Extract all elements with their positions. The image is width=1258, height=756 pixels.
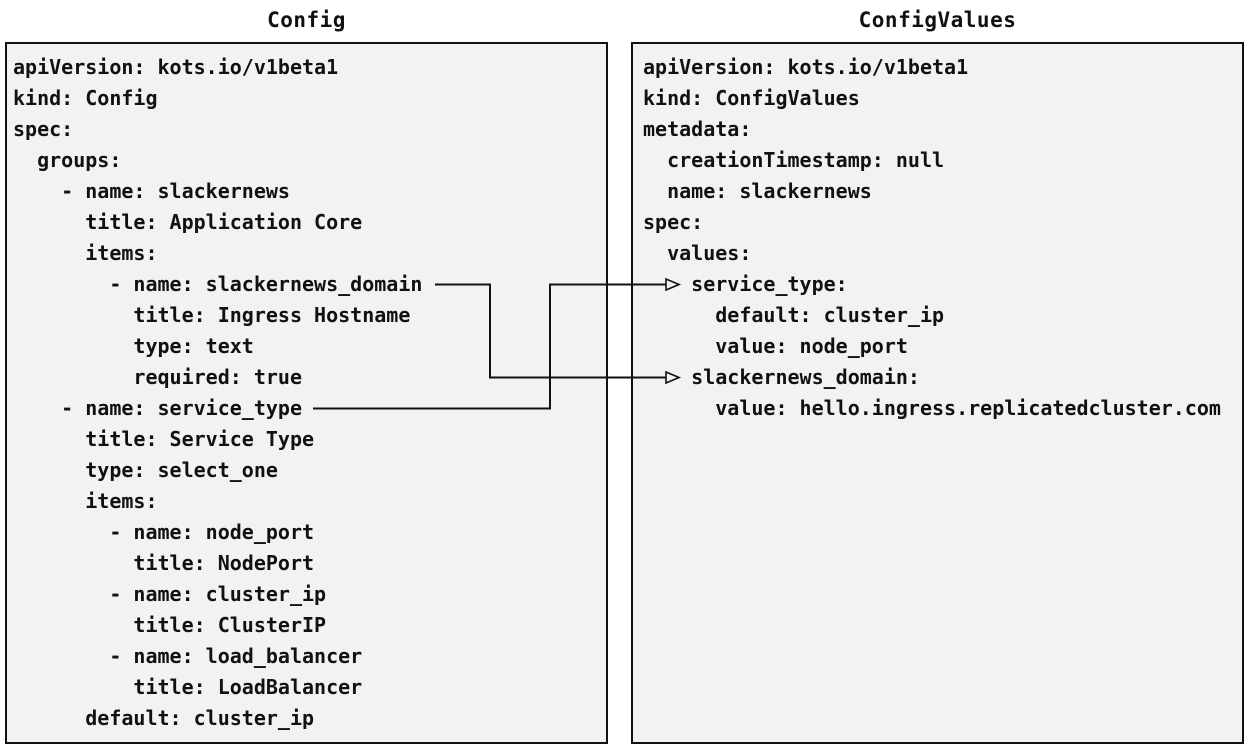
code-line: - name: node_port bbox=[13, 520, 315, 544]
code-line: title: LoadBalancer bbox=[13, 675, 363, 699]
configvalues-yaml-code: apiVersion: kots.io/v1beta1 kind: ConfigV… bbox=[633, 44, 1242, 424]
code-line: items: bbox=[13, 241, 158, 265]
code-line: slackernews_domain: bbox=[643, 365, 920, 389]
code-line: title: NodePort bbox=[13, 551, 315, 575]
code-line: type: select_one bbox=[13, 458, 278, 482]
code-line: value: node_port bbox=[643, 334, 908, 358]
code-line: creationTimestamp: null bbox=[643, 148, 945, 172]
code-line: metadata: bbox=[643, 117, 752, 141]
code-line: spec: bbox=[643, 210, 704, 234]
code-line: kind: Config bbox=[13, 86, 158, 110]
code-line: title: Application Core bbox=[13, 210, 363, 234]
code-line: values: bbox=[643, 241, 752, 265]
code-line: - name: service_type bbox=[13, 396, 302, 420]
code-line: - name: slackernews_domain bbox=[13, 272, 423, 296]
config-yaml-panel: apiVersion: kots.io/v1beta1 kind: Config s… bbox=[5, 42, 608, 744]
code-line: - name: cluster_ip bbox=[13, 582, 327, 606]
code-line: default: cluster_ip bbox=[643, 303, 945, 327]
config-yaml-code: apiVersion: kots.io/v1beta1 kind: Config s… bbox=[7, 44, 606, 734]
config-panel-title: Config bbox=[267, 8, 346, 32]
code-line: name: slackernews bbox=[643, 179, 872, 203]
code-line: groups: bbox=[13, 148, 122, 172]
code-line: default: cluster_ip bbox=[13, 706, 315, 730]
configvalues-panel-title: ConfigValues bbox=[858, 8, 1017, 32]
code-line: value: hello.ingress.replicatedcluster.c… bbox=[643, 396, 1221, 420]
code-line: type: text bbox=[13, 334, 254, 358]
code-line: apiVersion: kots.io/v1beta1 bbox=[643, 55, 969, 79]
code-line: service_type: bbox=[643, 272, 848, 296]
configvalues-yaml-panel: apiVersion: kots.io/v1beta1 kind: ConfigV… bbox=[631, 42, 1244, 744]
code-line: title: Ingress Hostname bbox=[13, 303, 411, 327]
code-line: required: true bbox=[13, 365, 302, 389]
code-line: items: bbox=[13, 489, 158, 513]
code-line: apiVersion: kots.io/v1beta1 bbox=[13, 55, 339, 79]
code-line: - name: load_balancer bbox=[13, 644, 363, 668]
code-line: - name: slackernews bbox=[13, 179, 290, 203]
code-line: spec: bbox=[13, 117, 74, 141]
code-line: title: Service Type bbox=[13, 427, 315, 451]
code-line: kind: ConfigValues bbox=[643, 86, 860, 110]
code-line: title: ClusterIP bbox=[13, 613, 327, 637]
